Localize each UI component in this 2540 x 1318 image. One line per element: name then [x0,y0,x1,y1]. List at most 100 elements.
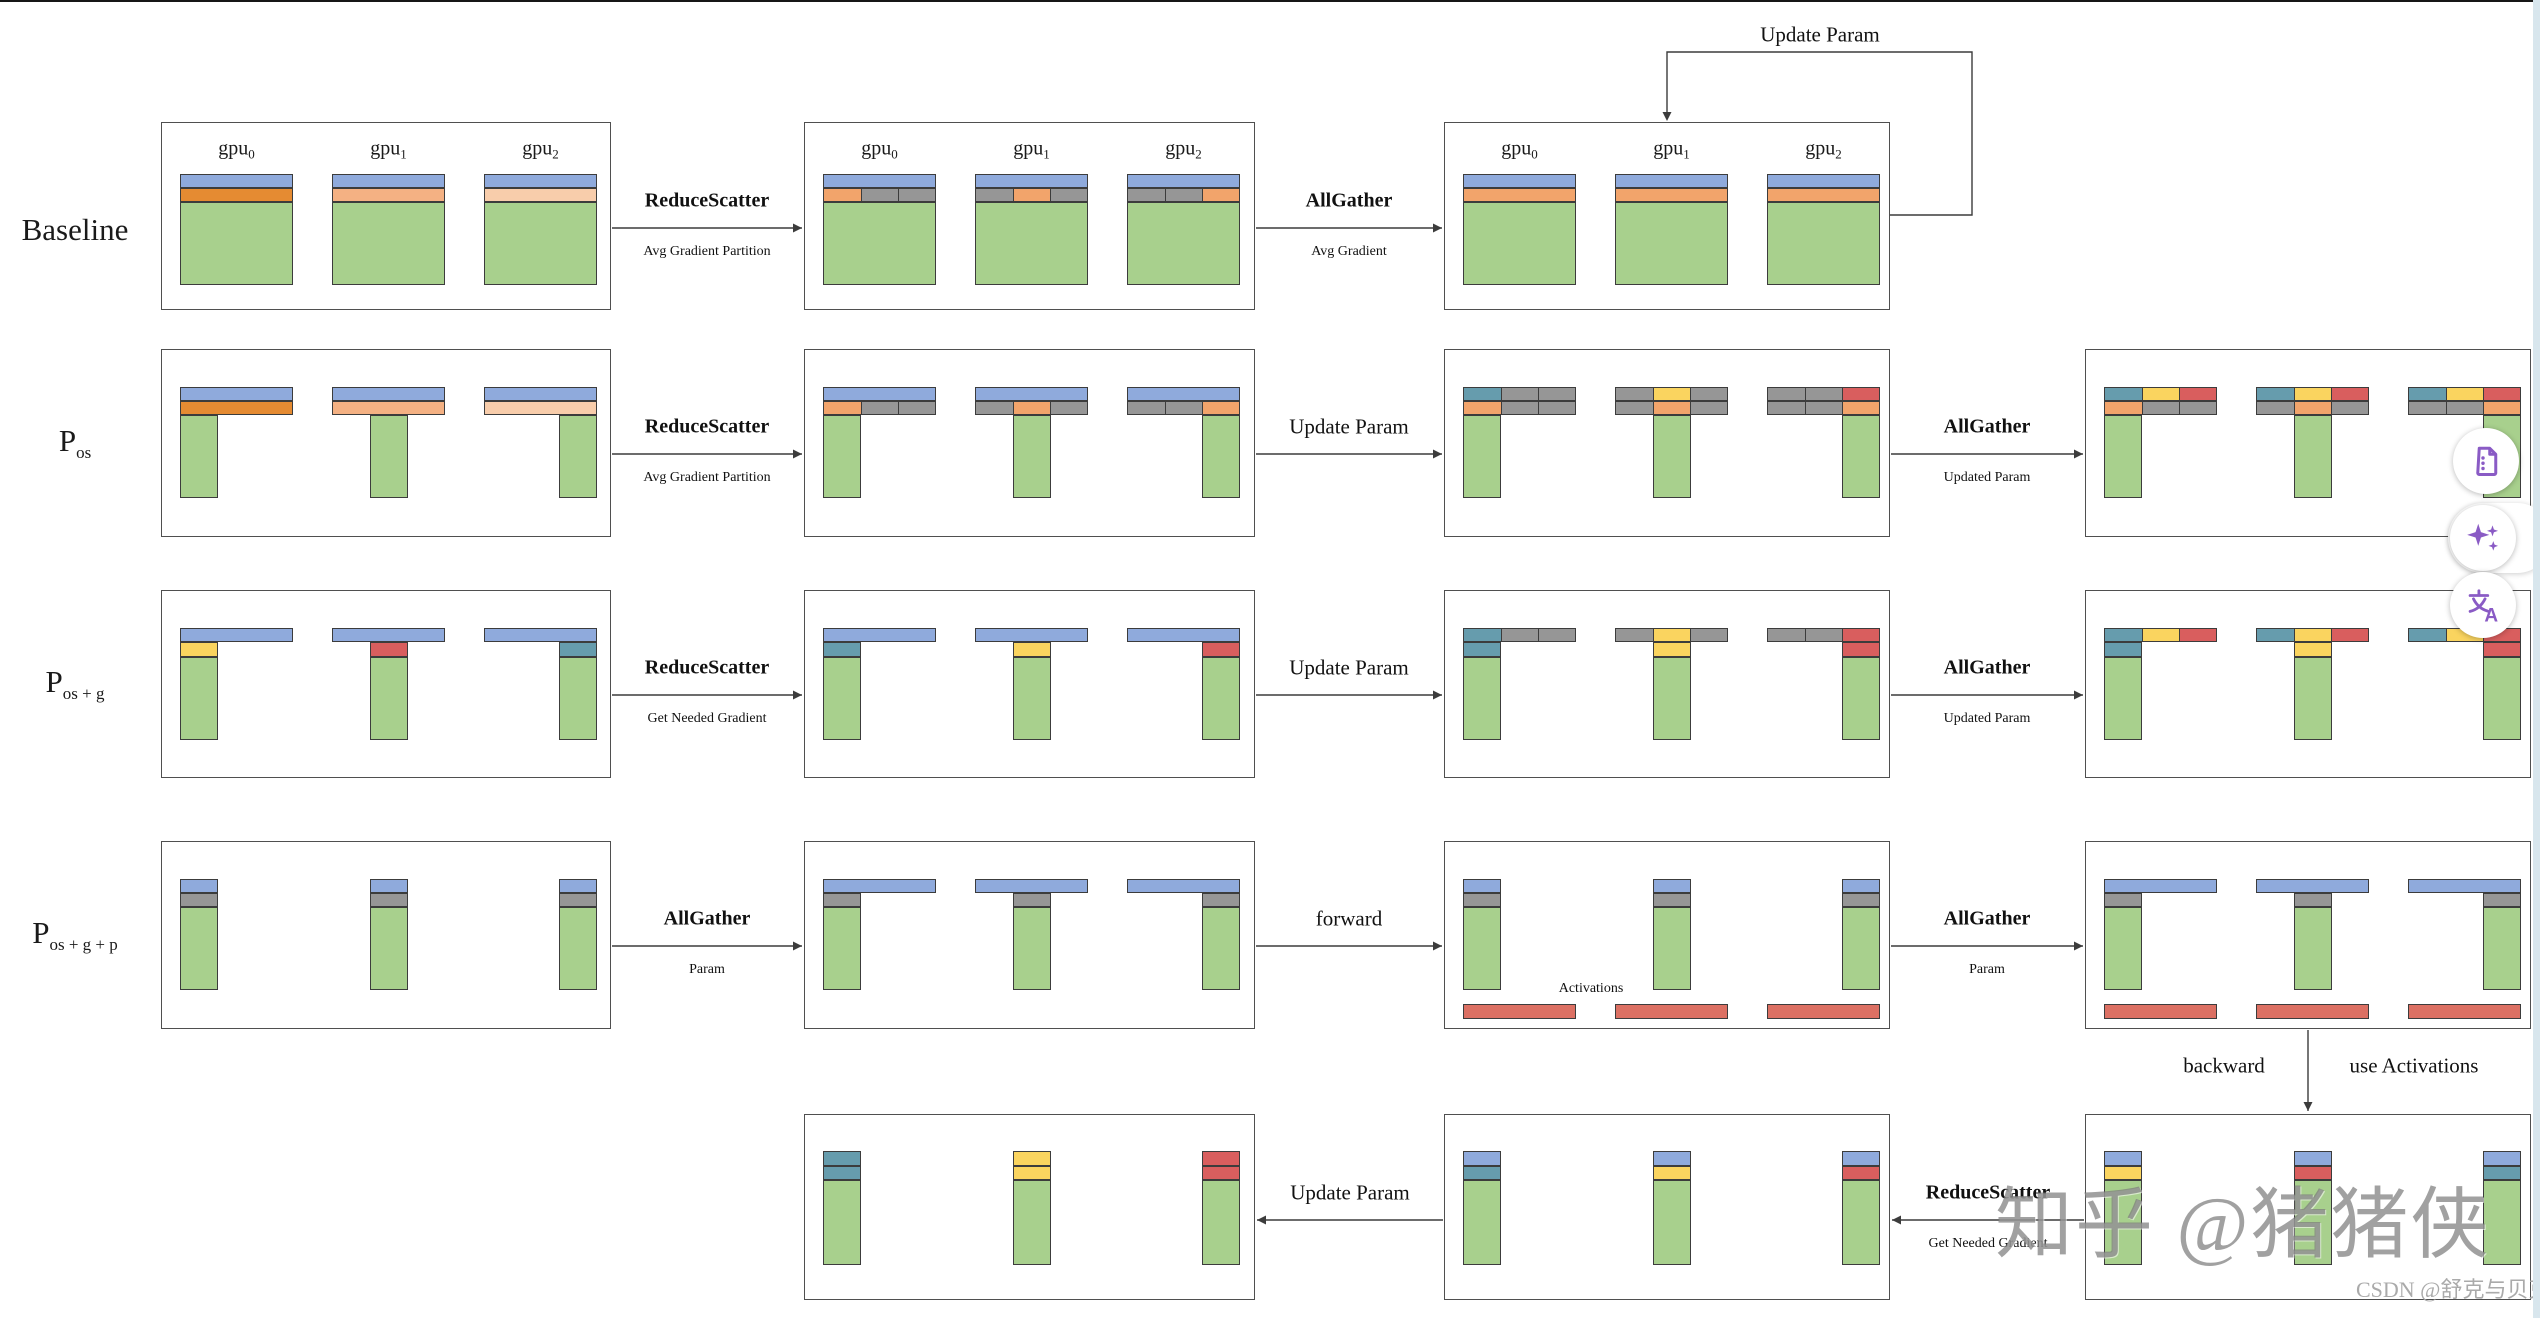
extension-document-button[interactable] [2453,428,2519,494]
panel-posgp-initial [161,841,611,1029]
arrow-label-bold: ReduceScatter [644,656,770,679]
bar-segment-gn [369,657,408,740]
row-label-main: P [32,915,50,950]
bar-segment-pe [484,188,597,202]
arrowhead [793,449,802,459]
bar-segment-gy [1500,387,1539,401]
bar-segment-t [1463,1166,1501,1180]
bar-segment-o [1652,401,1691,415]
row-label-p-os+g: Pos + g [46,664,105,704]
extension-sparkles-button[interactable] [2450,505,2516,571]
svg-text:A: A [2484,605,2498,624]
bar-segment-b [2104,1151,2142,1166]
bar-segment-gy [2445,401,2484,415]
bar-segment-gn [1842,657,1880,740]
gpu-label: gpu2 [1165,138,1202,163]
bar-segment-b [559,879,597,893]
bar-segment-gy [1804,387,1843,401]
bar-segment-b [180,387,293,401]
arrow-label-bold: AllGather [1943,415,2031,438]
bar-segment-o [1767,188,1880,202]
bar-segment-gn [2293,1180,2332,1265]
bar-segment-b [1127,387,1240,401]
bar-segment-b [1463,1151,1501,1166]
bar-segment-sa [332,401,445,415]
bar-segment-gy [860,188,899,202]
bar-segment-gn [1202,415,1240,498]
bar-segment-b [1463,174,1576,188]
arrow-label-plain: Update Param [1289,655,1409,680]
bar-segment-b [1615,174,1728,188]
gpu-label: gpu2 [1805,138,1842,163]
bar-segment-gn [2104,415,2142,498]
bar-segment-gy [2179,401,2217,415]
scrollbar[interactable] [2533,0,2540,1318]
bar-segment-gn [2104,657,2142,740]
arrowhead [1433,223,1442,233]
bar-segment-gy [369,893,408,907]
bar-segment-gn [484,202,597,285]
bar-segment-gy [975,401,1014,415]
bar-segment-r [2483,387,2521,401]
bar-segment-do [180,188,293,202]
bar-segment-gy [1050,188,1088,202]
panel-pos-initial [161,349,611,537]
sparkles-icon [2467,523,2499,551]
bar-segment-gy [1767,628,1806,642]
bar-segment-gn [2104,1180,2142,1265]
bar-segment-b [1127,628,1240,642]
bar-segment-gn [823,202,936,285]
bar-segment-gn [823,1180,861,1265]
update-param-loop [1666,51,1973,216]
gpu-label: gpu0 [1501,138,1538,163]
panel-posgp-after-backward [2085,1114,2531,1300]
bar-segment-t [2408,628,2447,642]
loop-update-param-label: Update Param [1760,22,1880,47]
extension-translate-button[interactable]: A [2450,572,2516,638]
bar-segment-t [2256,387,2295,401]
bar-segment-b [332,174,445,188]
bar-segment-o [2293,401,2332,415]
bar-segment-a [1767,1004,1880,1019]
bar-segment-b [975,628,1088,642]
bar-segment-r [1202,1166,1240,1180]
bar-segment-o [2104,401,2143,415]
panel-pos-after-allgather [2085,349,2531,537]
arrowhead [1433,449,1442,459]
arrow-label-plain: Update Param [1290,1180,1410,1205]
bar-segment-gn [180,202,293,285]
bar-segment-o [1842,401,1880,415]
bar-segment-t [2104,642,2142,657]
gpu-label-text: gpu [1653,137,1684,160]
gpu-label-index: 2 [552,146,559,162]
bar-segment-b [823,387,936,401]
bar-segment-b [484,387,597,401]
bar-segment-b [1652,1151,1691,1166]
arrow-label-sub: Get Needed Gradient [1928,1236,2048,1251]
bar-segment-b [332,387,445,401]
bar-segment-t [823,642,861,657]
bar-segment-gn [1202,1180,1240,1265]
bar-segment-gn [1652,907,1691,990]
bar-segment-r [1202,642,1240,657]
bar-segment-b [484,628,597,642]
watermark-zhihu: 知乎 @猪猪侠 [1995,1181,2491,1268]
bar-segment-b [2256,879,2369,893]
arrow-label-sub: Avg Gradient Partition [643,470,771,485]
bar-segment-r [2483,642,2521,657]
bar-segment-r [2293,1166,2332,1180]
panel-posg-after-allgather [2085,590,2531,778]
bar-segment-gy [1538,401,1576,415]
bar-segment-gn [1652,1180,1691,1265]
arrowhead [1433,941,1442,951]
bar-segment-r [1842,642,1880,657]
bar-segment-t [1463,628,1502,642]
bar-segment-gn [1202,907,1240,990]
bar-segment-y [1012,642,1051,657]
bar-segment-gn [1463,202,1576,285]
arrow-label-plain: forward [1315,906,1383,931]
bar-segment-b [1127,174,1240,188]
gpu-label-index: 2 [1835,146,1842,162]
